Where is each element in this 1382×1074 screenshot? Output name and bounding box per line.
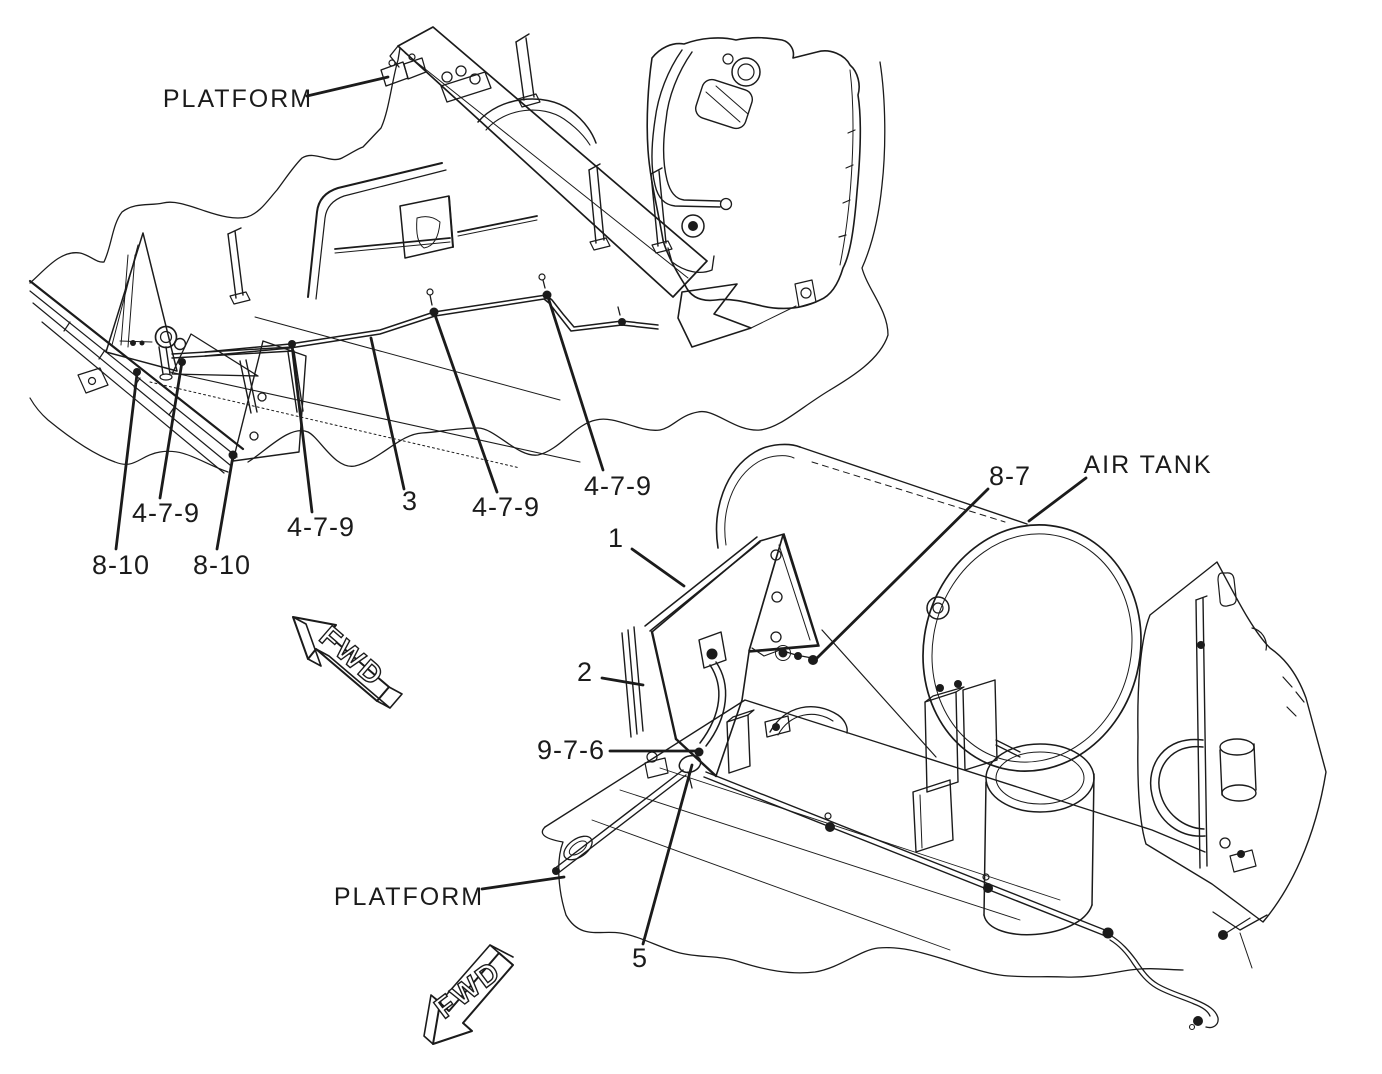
air-tank	[715, 443, 1142, 772]
hydraulic-tank	[646, 36, 862, 310]
callout-3: 3	[402, 486, 418, 516]
leader-platform-bottom	[480, 875, 566, 891]
leader-8-10-b	[215, 454, 235, 551]
callout-1: 1	[608, 523, 624, 553]
leader-air-tank	[1027, 476, 1088, 523]
fwd-arrow-bottom: FWD	[423, 944, 514, 1045]
leader-2	[600, 676, 645, 687]
callout-9-7-6: 9-7-6	[537, 735, 605, 765]
lower-platform-deck	[541, 699, 1219, 1031]
leader-4-7-9-a	[158, 360, 184, 500]
tank-mounting-plate	[621, 533, 820, 789]
lower-assembly	[541, 443, 1327, 1031]
callout-8-7: 8-7	[989, 461, 1031, 491]
left-rails	[28, 279, 245, 474]
air-tank-label: AIR TANK	[1084, 451, 1213, 479]
upper-torn-edge-bottom-left	[29, 397, 229, 473]
callout-8-10-b: 8-10	[193, 550, 251, 580]
leader-4-7-9-c	[433, 313, 499, 494]
valve-blocks-and-canister	[726, 679, 1095, 936]
lower-callouts: 1 2 9-7-6 5 8-7 AIR TANK PLATFORM	[334, 451, 1213, 973]
callout-4-7-9-a: 4-7-9	[132, 498, 200, 528]
platform-label-top: PLATFORM	[163, 85, 313, 113]
leader-8-7	[814, 487, 990, 661]
drain-valve-assembly	[119, 325, 304, 414]
callout-4-7-9-b: 4-7-9	[287, 512, 355, 542]
fwd-arrow-top: FWD	[292, 616, 403, 709]
callout-8-10-a: 8-10	[92, 550, 150, 580]
air-line-tube	[204, 273, 659, 357]
callout-2: 2	[577, 657, 593, 687]
top-fittings-cluster	[380, 53, 492, 103]
callout-5: 5	[632, 943, 648, 973]
upper-torn-edge-top	[29, 47, 401, 284]
right-panel	[1137, 561, 1327, 969]
upper-assembly	[28, 26, 889, 474]
upper-callouts: 8-10 4-7-9 8-10 4-7-9 3 4-7-9 4-7-9 PLAT…	[92, 75, 652, 580]
deck-posts	[227, 33, 673, 305]
leader-1	[630, 547, 686, 588]
upper-torn-edge-right	[829, 61, 889, 391]
callout-4-7-9-d: 4-7-9	[584, 471, 652, 501]
callout-4-7-9-c: 4-7-9	[472, 492, 540, 522]
platform-label-bottom: PLATFORM	[334, 883, 484, 911]
deck-structure	[149, 162, 581, 469]
platform-plate	[389, 26, 817, 348]
upper-torn-edge-bottom	[247, 389, 831, 467]
leader-5	[641, 763, 694, 946]
leader-8-10-a	[114, 372, 139, 551]
leader-4-7-9-d	[546, 295, 605, 472]
leader-3	[369, 336, 406, 491]
leader-4-7-9-b	[290, 343, 314, 514]
left-gusset-plate	[105, 232, 178, 372]
leader-platform-top	[305, 75, 390, 98]
